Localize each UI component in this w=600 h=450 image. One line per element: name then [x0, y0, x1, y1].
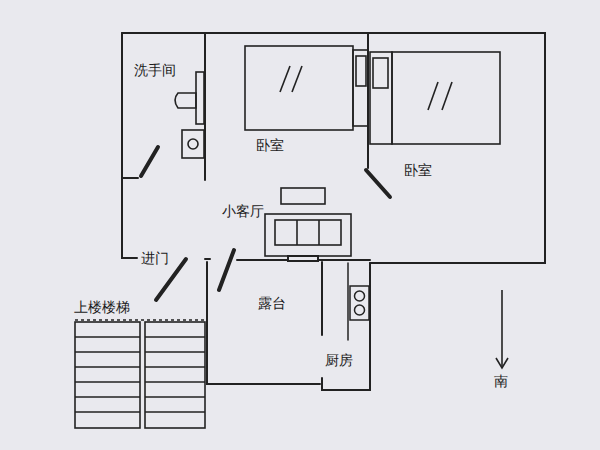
room-label: 卧室 — [256, 138, 284, 153]
sofa-seat — [275, 220, 341, 245]
wall — [237, 259, 288, 261]
coffee-table — [281, 188, 325, 204]
room-label: 小客厅 — [222, 204, 264, 219]
north-south-arrow — [496, 290, 508, 368]
room-label: 洗手间 — [134, 63, 176, 78]
arrow-shaft — [501, 290, 503, 366]
headboard — [370, 52, 392, 144]
toilet-bowl — [175, 93, 196, 108]
terrace-wall — [207, 262, 320, 384]
room-label: 卧室 — [404, 163, 432, 178]
bed-hatch — [442, 82, 452, 110]
outer-wall — [122, 33, 545, 263]
sink-basin — [188, 139, 198, 149]
toilet-tank — [196, 72, 204, 124]
wall — [318, 259, 370, 261]
pillow — [356, 56, 366, 86]
stair-steps — [75, 337, 140, 412]
sofa — [265, 214, 351, 256]
wall — [205, 258, 210, 260]
stair-flight — [145, 322, 205, 428]
door — [141, 147, 158, 176]
partition-wall — [321, 262, 323, 335]
pillow — [373, 58, 388, 88]
stair-edge — [75, 319, 205, 321]
burner — [355, 291, 365, 301]
counter — [347, 263, 349, 340]
headboard — [353, 50, 368, 126]
door — [219, 250, 234, 290]
bed — [392, 52, 500, 144]
stair-flight — [75, 322, 140, 428]
burner — [355, 305, 365, 315]
furniture — [175, 46, 500, 256]
bed-hatch — [292, 66, 302, 92]
door — [366, 170, 390, 197]
sink — [182, 130, 204, 158]
bed-hatch — [428, 82, 438, 110]
room-label: 南 — [494, 374, 508, 389]
room-label: 露台 — [258, 296, 286, 311]
sofa-cushion — [318, 220, 320, 245]
room-label: 进门 — [141, 251, 169, 266]
room-label: 上楼楼梯 — [74, 300, 130, 315]
sofa-cushion — [296, 220, 298, 245]
room-label: 厨房 — [325, 353, 353, 368]
partition-wall — [122, 177, 138, 179]
stair-steps — [145, 337, 205, 412]
stove — [350, 286, 369, 320]
kitchen-wall — [322, 263, 370, 390]
stairs — [75, 320, 205, 428]
bed — [245, 46, 353, 130]
bed-hatch — [280, 66, 290, 92]
arrow-head — [496, 358, 508, 368]
